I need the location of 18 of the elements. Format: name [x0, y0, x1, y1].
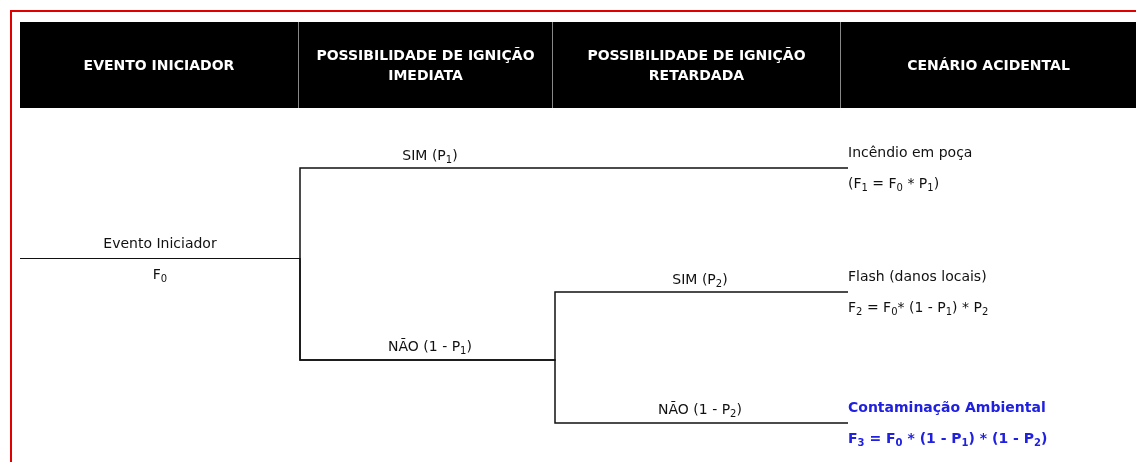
edge-label: NÃO (1 - P$_{2}$) — [658, 400, 742, 418]
scenario-name: Flash (danos locais) — [848, 267, 987, 285]
branch-line — [299, 257, 849, 424]
scenario-name: Contaminação Ambiental — [848, 398, 1046, 416]
frequency-formula: (F$_{1}$ = F$_{0}$ * P$_{1}$) — [848, 174, 940, 192]
scenario-name: Incêndio em poça — [848, 143, 973, 161]
column-header: POSSIBILIDADE DE IGNIÇÃO IMEDIATA — [298, 22, 552, 108]
frequency-formula: F$_{3}$ = F$_{0}$ * (1 - P$_{1}$) * (1 - P$_{2}$) — [848, 429, 1048, 447]
event-name: Evento Iniciador — [103, 234, 217, 252]
branch-line — [299, 167, 849, 259]
frequency-formula: F$_{2}$ = F$_{0}$* (1 - P$_{1}$) * P$_{2}$ — [848, 298, 989, 316]
column-header: EVENTO INICIADOR — [82, 56, 236, 75]
edge-label: SIM (P$_{1}$) — [402, 146, 458, 164]
edge-label: SIM (P$_{2}$) — [672, 270, 728, 288]
branch-label: NÃO (1 - P$_{1}$) — [388, 337, 472, 355]
frequency-formula: F$_{0}$ — [152, 265, 168, 283]
column-header: CENÁRIO ACIDENTAL — [840, 22, 1136, 108]
column-header: POSSIBILIDADE DE IGNIÇÃO RETARDADA — [552, 22, 840, 108]
